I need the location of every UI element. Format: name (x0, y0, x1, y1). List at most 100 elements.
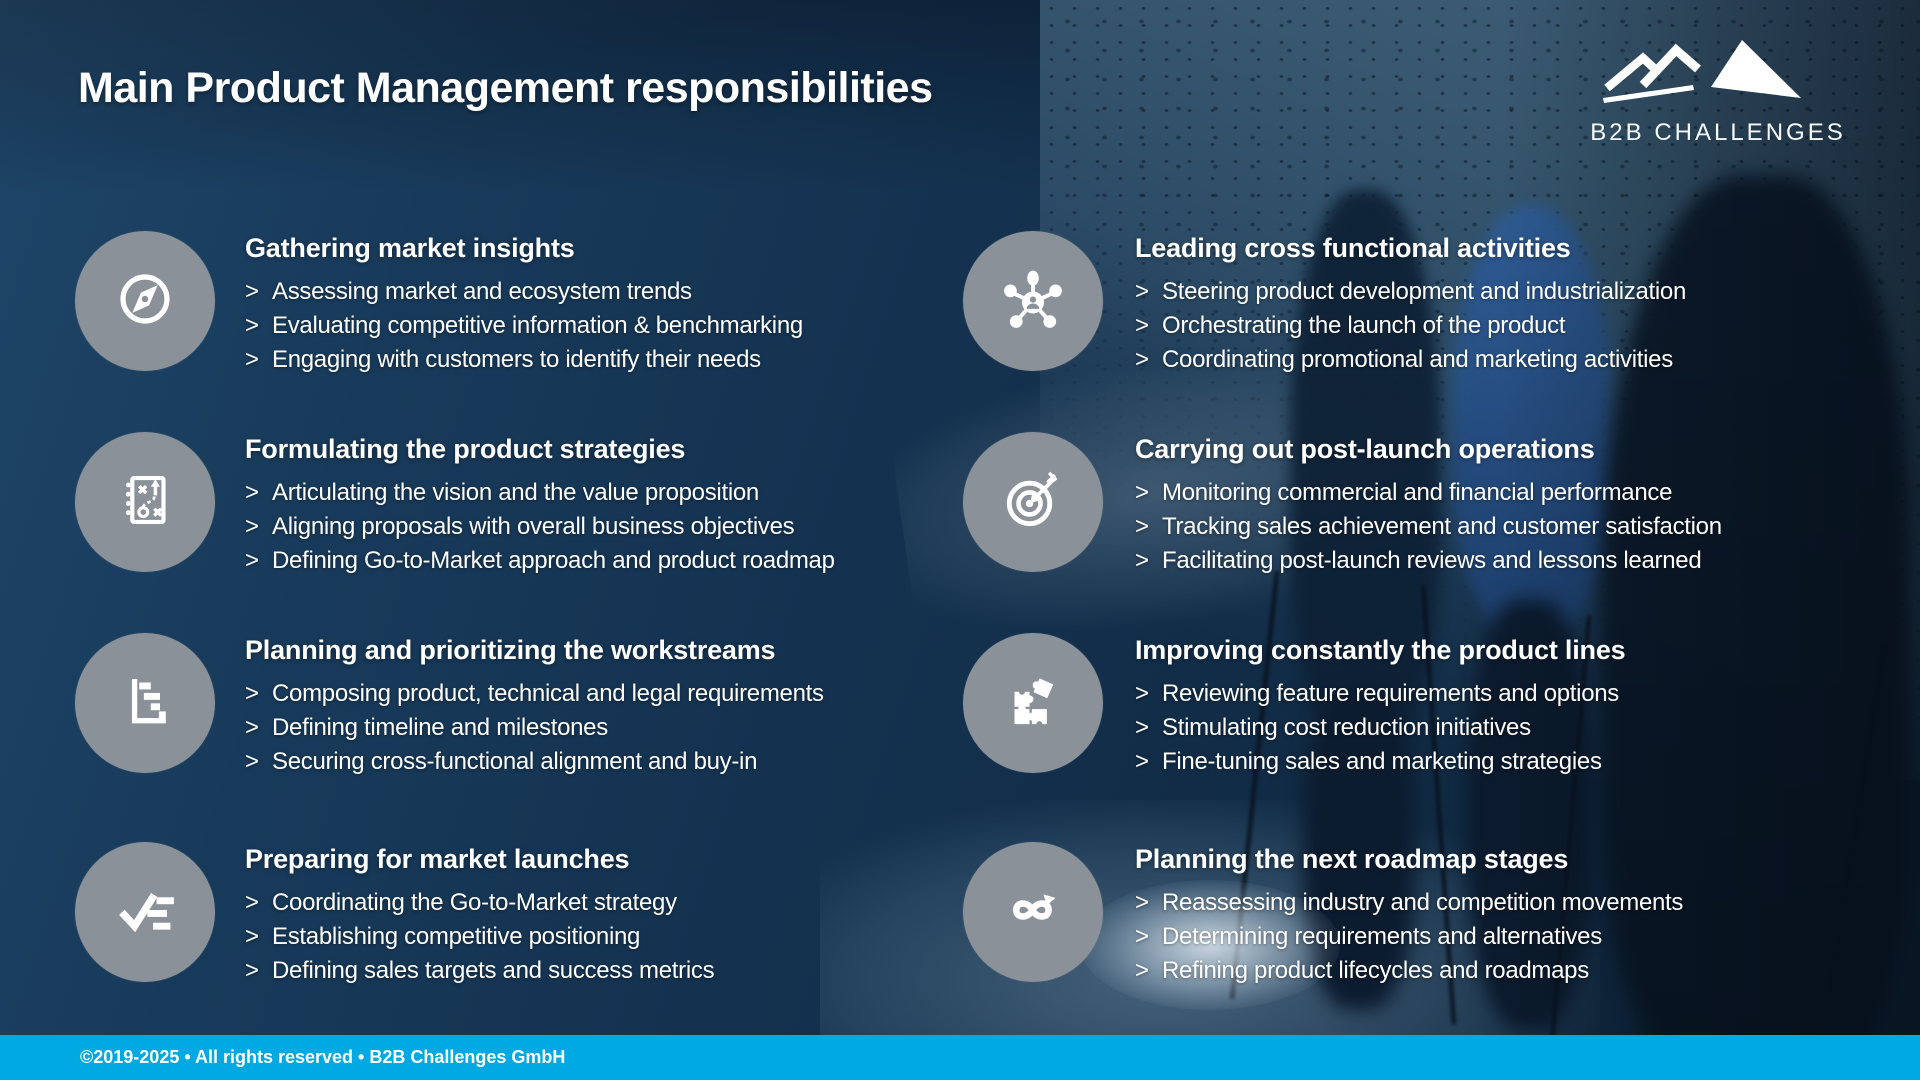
bullet-item: > Reviewing feature requirements and opti… (1135, 677, 1835, 711)
gantt-chart-icon (108, 664, 182, 743)
bullet-item: > Facilitating post-launch reviews and le… (1135, 544, 1835, 578)
section-icon-circle (963, 633, 1103, 773)
bullet-chevron: > (245, 312, 259, 339)
section-heading: Formulating the product strategies (245, 434, 686, 464)
infinity-loop-icon (996, 873, 1070, 952)
section-icon-circle (75, 633, 215, 773)
bullet-item: > Monitoring commercial and financial per… (1135, 476, 1835, 510)
bullet-text: Steering product development and industr… (1162, 278, 1687, 305)
bullet-text: Composing product, technical and legal r… (272, 680, 824, 707)
bullet-chevron: > (1135, 312, 1149, 339)
section-card: Improving constantly the product lines > R… (963, 633, 1835, 779)
bullet-chevron: > (245, 346, 259, 373)
section-card: Planning and prioritizing the workstream… (75, 633, 913, 779)
section-card: Planning the next roadmap stages > Reasses… (963, 842, 1835, 988)
section-text: Improving constantly the product lines > R… (1135, 633, 1835, 779)
bullet-item: > Refining product lifecycles and roadmap… (1135, 954, 1835, 988)
compass-icon (108, 262, 182, 341)
bullet-text: Refining product lifecycles and roadmaps (1162, 957, 1589, 984)
bullet-text: Determining requirements and alternative… (1162, 923, 1602, 950)
section-heading: Gathering market insights (245, 233, 575, 263)
bullet-chevron: > (1135, 278, 1149, 305)
bullet-text: Stimulating cost reduction initiatives (1162, 714, 1531, 741)
page-title: Main Product Management responsibilities (78, 64, 933, 112)
bullet-item: >Assessing market and ecosystem trends (245, 275, 913, 309)
bullet-item: >Coordinating promotional and marketing … (1135, 343, 1835, 377)
section-text: Leading cross functional activities > Stee… (1135, 231, 1835, 377)
bullet-text: Coordinating the Go-to-Market strategy (272, 889, 677, 916)
bullet-text: Aligning proposals with overall business… (272, 513, 795, 540)
section-icon-circle (963, 432, 1103, 572)
bullet-item: > Determining requirements and alternativ… (1135, 920, 1835, 954)
bullet-item: > Engaging with customers to identify the… (245, 343, 913, 377)
bullet-text: Articulating the vision and the value pr… (272, 479, 759, 506)
strategy-playbook-icon (108, 463, 182, 542)
section-text: Formulating the product strategies > Artic… (245, 432, 913, 578)
bullet-text: Fine-tuning sales and marketing strategi… (1162, 748, 1602, 775)
bullet-text: Engaging with customers to identify thei… (272, 346, 761, 373)
checklist-icon (108, 873, 182, 952)
bullet-text: Assessing market and ecosystem trends (272, 278, 692, 305)
bullet-item: >Defining sales targets and success metr… (245, 954, 913, 988)
bullet-text: Reviewing feature requirements and optio… (1162, 680, 1620, 707)
bullet-chevron: > (1135, 680, 1149, 707)
bullet-chevron: > (245, 889, 259, 916)
section-icon-circle (75, 842, 215, 982)
network-hub-icon (996, 262, 1070, 341)
bullet-chevron: > (1135, 889, 1149, 916)
section-icon-circle (75, 231, 215, 371)
section-heading: Preparing for market launches (245, 844, 630, 874)
bullet-chevron: > (245, 748, 259, 775)
bullet-text: Evaluating competitive information & ben… (272, 312, 803, 339)
bullet-item: > Coordinating the Go-to-Market strategy (245, 886, 913, 920)
target-arrow-icon (996, 463, 1070, 542)
bullet-text: Tracking sales achievement and customer … (1162, 513, 1722, 540)
bullet-chevron: > (1135, 547, 1149, 574)
bullet-item: >Securing cross-functional alignment and… (245, 745, 913, 779)
section-icon-circle (963, 842, 1103, 982)
bullet-text: Facilitating post-launch reviews and les… (1162, 547, 1702, 574)
bullet-item: > Articulating the vision and the value p… (245, 476, 913, 510)
bullet-chevron: > (245, 479, 259, 506)
bullet-chevron: > (245, 680, 259, 707)
bullet-chevron: > (1135, 923, 1149, 950)
logo-brand-text: B2B CHALLENGES (1590, 119, 1846, 146)
bullet-text: Defining Go-to-Market approach and produ… (272, 547, 835, 574)
mountain-range-icon (1603, 40, 1801, 103)
section-heading: Planning and prioritizing the workstream… (245, 635, 776, 665)
bullet-text: Defining timeline and milestones (272, 714, 608, 741)
bullet-item: > Evaluating competitive information & be… (245, 309, 913, 343)
bullet-item: >Defining timeline and milestones (245, 711, 913, 745)
section-heading: Planning the next roadmap stages (1135, 844, 1569, 874)
section-text: Carrying out post-launch operations>Moni… (1135, 432, 1835, 578)
section-heading: Leading cross functional activities (1135, 233, 1571, 263)
bullet-text: Establishing competitive positioning (272, 923, 641, 950)
section-card: Formulating the product strategies > Artic… (75, 432, 913, 578)
bullet-text: Reassessing industry and competition mov… (1162, 889, 1684, 916)
bullet-item: >Defining Go-to-Market approach and prod… (245, 544, 913, 578)
section-icon-circle (75, 432, 215, 572)
section-card: Gathering market insights>Assessing mark… (75, 231, 913, 377)
section-heading: Improving constantly the product lines (1135, 635, 1626, 665)
b2b-challenges-logo: B2B CHALLENGES (1582, 38, 1854, 147)
bullet-item: > Reassessing industry and competition mo… (1135, 886, 1835, 920)
section-text: Preparing for market launches > Coordinati… (245, 842, 913, 988)
bullet-text: Monitoring commercial and financial perf… (1162, 479, 1673, 506)
bullet-chevron: > (245, 923, 259, 950)
section-icon-circle (963, 231, 1103, 371)
bullet-item: > Steering product development and indust… (1135, 275, 1835, 309)
section-card: Carrying out post-launch operations>Moni… (963, 432, 1835, 578)
bullet-text: Defining sales targets and success metri… (272, 957, 715, 984)
bullet-chevron: > (1135, 957, 1149, 984)
bullet-text: Orchestrating the launch of the product (1162, 312, 1566, 339)
bullet-chevron: > (1135, 748, 1149, 775)
bullet-item: > Establishing competitive positioning (245, 920, 913, 954)
bullet-chevron: > (1135, 479, 1149, 506)
bullet-chevron: > (245, 513, 259, 540)
copyright-text: ©2019-2025 • All rights reserved • B2B C… (80, 1047, 566, 1067)
bullet-item: >Tracking sales achievement and customer… (1135, 510, 1835, 544)
section-card: Preparing for market launches > Coordinati… (75, 842, 913, 988)
bullet-item: >Stimulating cost reduction initiatives (1135, 711, 1835, 745)
puzzle-icon (996, 664, 1070, 743)
